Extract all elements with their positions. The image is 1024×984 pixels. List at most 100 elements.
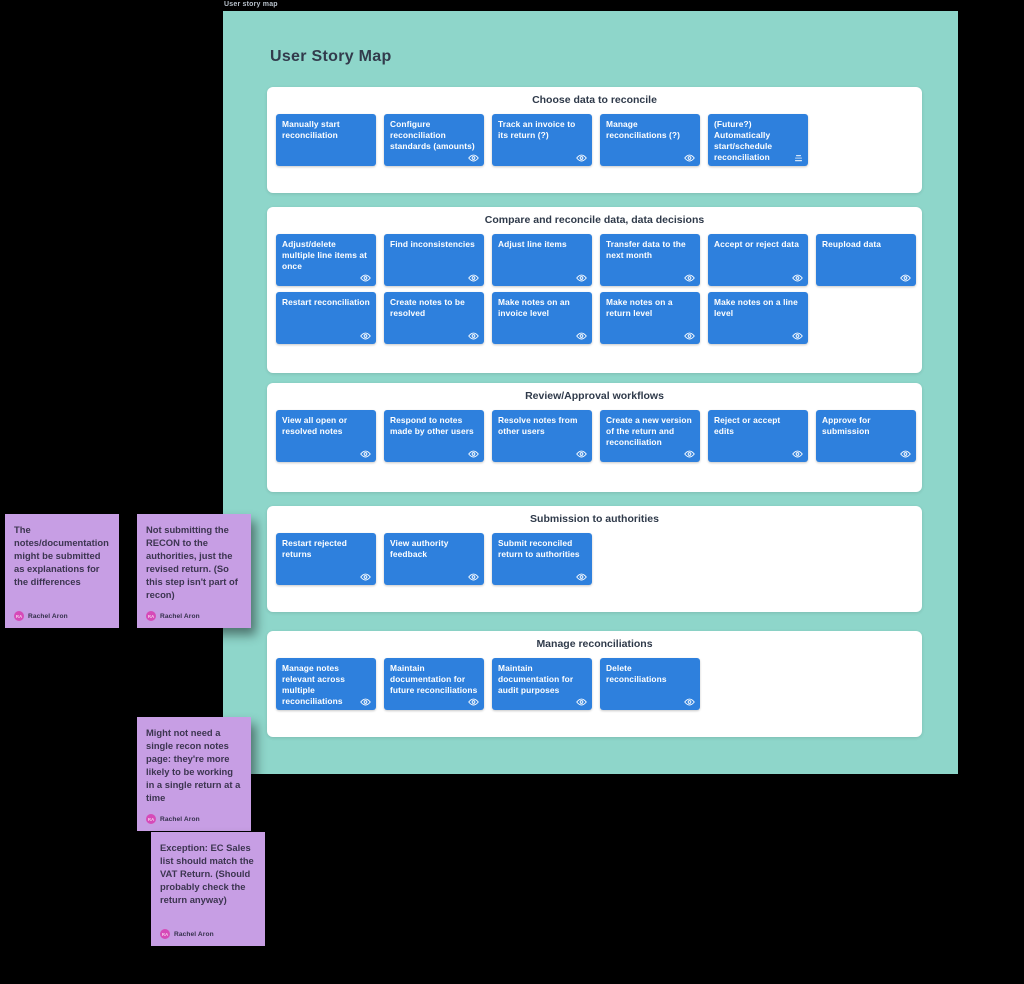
frame-label[interactable]: User story map (224, 1, 278, 8)
eye-icon[interactable] (900, 274, 911, 282)
sticky-note[interactable]: The notes/documentation might be submitt… (5, 514, 119, 628)
lines-icon[interactable] (794, 154, 803, 162)
card-row: Adjust/delete multiple line items at onc… (276, 234, 922, 286)
eye-icon[interactable] (468, 154, 479, 162)
eye-icon[interactable] (468, 450, 479, 458)
sticky-note[interactable]: Might not need a single recon notes page… (137, 717, 251, 831)
story-card[interactable]: Configure reconciliation standards (amou… (384, 114, 484, 166)
story-card[interactable]: Manage notes relevant across multiple re… (276, 658, 376, 710)
story-card[interactable]: (Future?) Automatically start/schedule r… (708, 114, 808, 166)
eye-icon[interactable] (468, 274, 479, 282)
story-card[interactable]: Restart rejected returns (276, 533, 376, 585)
story-card[interactable]: Approve for submission (816, 410, 916, 462)
card-label: Submit reconciled return to authorities (498, 538, 580, 559)
eye-icon (468, 450, 479, 458)
story-card[interactable]: Create notes to be resolved (384, 292, 484, 344)
card-label: Resolve notes from other users (498, 415, 578, 436)
card-label: Delete reconciliations (606, 663, 667, 684)
eye-icon (360, 698, 371, 706)
eye-icon[interactable] (684, 274, 695, 282)
lines-icon (795, 155, 802, 162)
note-text: Not submitting the RECON to the authorit… (146, 524, 238, 600)
eye-icon[interactable] (792, 332, 803, 340)
eye-icon[interactable] (684, 332, 695, 340)
eye-icon[interactable] (792, 450, 803, 458)
story-card[interactable]: Reupload data (816, 234, 916, 286)
section-title: Manage reconciliations (536, 638, 653, 650)
story-card[interactable]: Maintain documentation for future reconc… (384, 658, 484, 710)
story-card[interactable]: Manually start reconciliation (276, 114, 376, 166)
story-card[interactable]: View authority feedback (384, 533, 484, 585)
eye-icon (468, 698, 479, 706)
story-card[interactable]: Track an invoice to its return (?) (492, 114, 592, 166)
sticky-note[interactable]: Not submitting the RECON to the authorit… (137, 514, 251, 628)
eye-icon (576, 154, 587, 162)
story-card[interactable]: Manage reconciliations (?) (600, 114, 700, 166)
story-card[interactable]: View all open or resolved notes (276, 410, 376, 462)
story-card[interactable]: Make notes on an invoice level (492, 292, 592, 344)
story-card[interactable]: Reject or accept edits (708, 410, 808, 462)
sticky-note[interactable]: Exception: EC Sales list should match th… (151, 832, 265, 946)
card-label: Reject or accept edits (714, 415, 781, 436)
story-card[interactable]: Create a new version of the return and r… (600, 410, 700, 462)
story-card[interactable]: Make notes on a line level (708, 292, 808, 344)
board-title[interactable]: User Story Map (270, 48, 392, 65)
card-label: Adjust line items (498, 239, 567, 249)
eye-icon[interactable] (684, 698, 695, 706)
eye-icon[interactable] (360, 274, 371, 282)
card-label: Make notes on a return level (606, 297, 673, 318)
eye-icon[interactable] (468, 573, 479, 581)
eye-icon[interactable] (468, 698, 479, 706)
section-panel[interactable]: Compare and reconcile data, data decisio… (267, 207, 922, 373)
story-card[interactable]: Find inconsistencies (384, 234, 484, 286)
story-card[interactable]: Resolve notes from other users (492, 410, 592, 462)
eye-icon[interactable] (576, 573, 587, 581)
eye-icon (576, 573, 587, 581)
story-card[interactable]: Adjust/delete multiple line items at onc… (276, 234, 376, 286)
author-avatar: RA (160, 929, 170, 939)
card-label: Create a new version of the return and r… (606, 415, 692, 447)
eye-icon (360, 573, 371, 581)
eye-icon[interactable] (360, 450, 371, 458)
story-card[interactable]: Transfer data to the next month (600, 234, 700, 286)
eye-icon[interactable] (468, 332, 479, 340)
eye-icon (684, 332, 695, 340)
story-card[interactable]: Submit reconciled return to authorities (492, 533, 592, 585)
note-text: Might not need a single recon notes page… (146, 727, 241, 803)
story-card[interactable]: Respond to notes made by other users (384, 410, 484, 462)
eye-icon (360, 450, 371, 458)
story-card[interactable]: Maintain documentation for audit purpose… (492, 658, 592, 710)
story-card[interactable]: Adjust line items (492, 234, 592, 286)
story-card[interactable]: Accept or reject data (708, 234, 808, 286)
eye-icon (468, 573, 479, 581)
eye-icon[interactable] (684, 450, 695, 458)
eye-icon[interactable] (900, 450, 911, 458)
eye-icon[interactable] (576, 698, 587, 706)
section-title: Review/Approval workflows (525, 390, 664, 402)
eye-icon[interactable] (576, 154, 587, 162)
card-label: Maintain documentation for audit purpose… (498, 663, 574, 695)
section-title: Submission to authorities (530, 513, 659, 525)
eye-icon (468, 274, 479, 282)
card-label: Manually start reconciliation (282, 119, 340, 140)
eye-icon[interactable] (576, 450, 587, 458)
eye-icon[interactable] (576, 332, 587, 340)
eye-icon[interactable] (360, 698, 371, 706)
card-label: Maintain documentation for future reconc… (390, 663, 478, 695)
author-avatar: RA (14, 611, 24, 621)
eye-icon[interactable] (684, 154, 695, 162)
eye-icon[interactable] (792, 274, 803, 282)
eye-icon[interactable] (576, 274, 587, 282)
story-card[interactable]: Make notes on a return level (600, 292, 700, 344)
section-title: Choose data to reconcile (532, 94, 657, 106)
story-card[interactable]: Delete reconciliations (600, 658, 700, 710)
eye-icon[interactable] (360, 573, 371, 581)
eye-icon[interactable] (360, 332, 371, 340)
story-card[interactable]: Restart reconciliation (276, 292, 376, 344)
card-label: Reupload data (822, 239, 882, 249)
